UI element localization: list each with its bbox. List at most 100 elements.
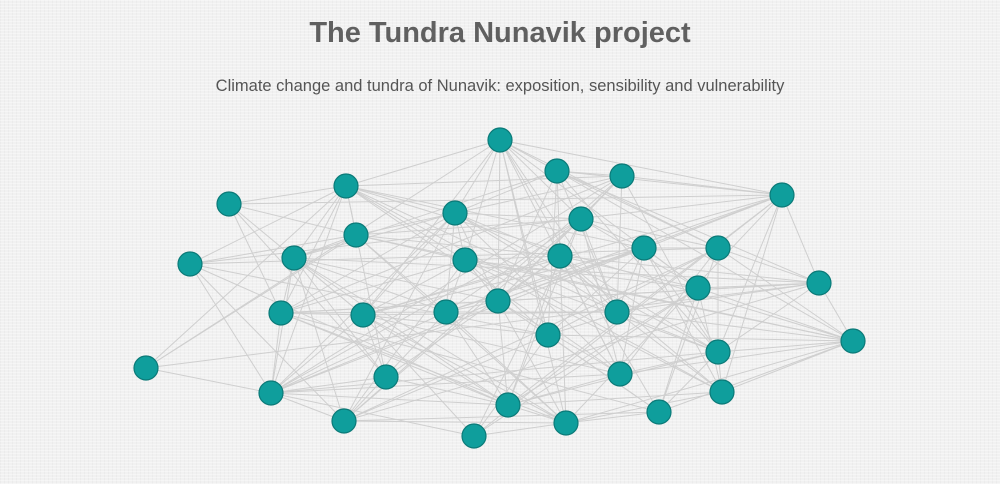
network-node[interactable]: [604, 299, 630, 325]
network-edge: [343, 334, 549, 422]
network-edge: [228, 203, 282, 314]
network-edge: [497, 282, 820, 302]
network-node[interactable]: [268, 300, 294, 326]
network-edge: [507, 373, 621, 406]
network-node[interactable]: [646, 399, 672, 425]
network-edge: [717, 282, 820, 353]
network-node[interactable]: [495, 392, 521, 418]
network-edge: [616, 175, 623, 313]
network-node[interactable]: [685, 275, 711, 301]
network-edge: [697, 287, 723, 393]
network-edge: [345, 185, 618, 313]
network-node[interactable]: [544, 158, 570, 184]
network-node[interactable]: [709, 379, 735, 405]
page-title: The Tundra Nunavik project: [309, 17, 691, 49]
network-node[interactable]: [535, 322, 561, 348]
network-edge: [499, 139, 582, 220]
network-node[interactable]: [177, 251, 203, 277]
network-edge: [270, 314, 364, 394]
edge-layer: [145, 139, 854, 437]
network-edge: [362, 314, 567, 424]
network-edge: [362, 259, 466, 316]
network-edge: [556, 170, 561, 257]
network-node[interactable]: [631, 235, 657, 261]
network-edge: [781, 194, 820, 284]
network-node[interactable]: [433, 299, 459, 325]
network-edge: [293, 257, 567, 424]
network-edge: [293, 257, 447, 313]
network-node[interactable]: [258, 380, 284, 406]
network-node[interactable]: [705, 235, 731, 261]
network-node[interactable]: [553, 410, 579, 436]
network-edge: [293, 257, 387, 378]
network-edge: [228, 194, 783, 205]
network-edge: [454, 170, 558, 214]
network-edge: [355, 234, 567, 424]
network-edge: [565, 391, 723, 424]
network-edge: [189, 263, 549, 336]
network-edge: [355, 218, 582, 236]
network-edge: [454, 139, 501, 214]
page-subtitle: Climate change and tundra of Nunavik: ex…: [215, 77, 785, 95]
node-layer: [133, 127, 866, 449]
network-node[interactable]: [461, 423, 487, 449]
network-edge: [658, 287, 699, 413]
network-node[interactable]: [840, 328, 866, 354]
network-edge: [270, 185, 347, 394]
network-edge: [464, 259, 723, 393]
network-edge: [362, 314, 621, 375]
network-edge: [556, 170, 719, 249]
network-edge: [355, 234, 561, 257]
network-edge: [580, 218, 719, 249]
network-edge: [616, 311, 854, 342]
network-node[interactable]: [373, 364, 399, 390]
network-edge: [270, 218, 582, 394]
network-edge: [280, 312, 509, 406]
network-edge: [345, 185, 466, 261]
network-edge: [658, 247, 719, 413]
network-node[interactable]: [331, 408, 357, 434]
network-node[interactable]: [343, 222, 369, 248]
network-node[interactable]: [281, 245, 307, 271]
network-edge: [445, 311, 567, 424]
network-node[interactable]: [609, 163, 635, 189]
network-edge: [497, 218, 582, 302]
network-edge: [559, 255, 820, 284]
network-edge: [559, 255, 723, 393]
network-node[interactable]: [487, 127, 513, 153]
network-edge: [580, 218, 621, 375]
network-node[interactable]: [568, 206, 594, 232]
network-edge: [362, 314, 549, 336]
network-edge: [343, 420, 567, 424]
network-edge: [717, 247, 854, 342]
network-edge: [565, 411, 660, 424]
network-edge: [385, 255, 561, 378]
network-edge: [343, 311, 447, 422]
network-edge: [343, 247, 719, 422]
network-node[interactable]: [333, 173, 359, 199]
network-edge: [454, 212, 621, 375]
network-edge: [497, 300, 567, 424]
network-edge: [473, 334, 549, 437]
network-node[interactable]: [452, 247, 478, 273]
network-node[interactable]: [350, 302, 376, 328]
network-node[interactable]: [133, 355, 159, 381]
network-edge: [454, 212, 561, 257]
network-edge: [616, 311, 723, 393]
network-node[interactable]: [769, 182, 795, 208]
network-edge: [362, 247, 645, 316]
network-edge: [616, 282, 820, 313]
network-node[interactable]: [485, 288, 511, 314]
network-edge: [507, 194, 783, 406]
network-node[interactable]: [806, 270, 832, 296]
network-node[interactable]: [547, 243, 573, 269]
network-node[interactable]: [216, 191, 242, 217]
network-edge: [362, 139, 501, 316]
network-edge: [189, 263, 509, 406]
network-edge: [559, 255, 699, 289]
network-node[interactable]: [705, 339, 731, 365]
network-node[interactable]: [607, 361, 633, 387]
network-edge: [454, 212, 582, 220]
network-node[interactable]: [442, 200, 468, 226]
